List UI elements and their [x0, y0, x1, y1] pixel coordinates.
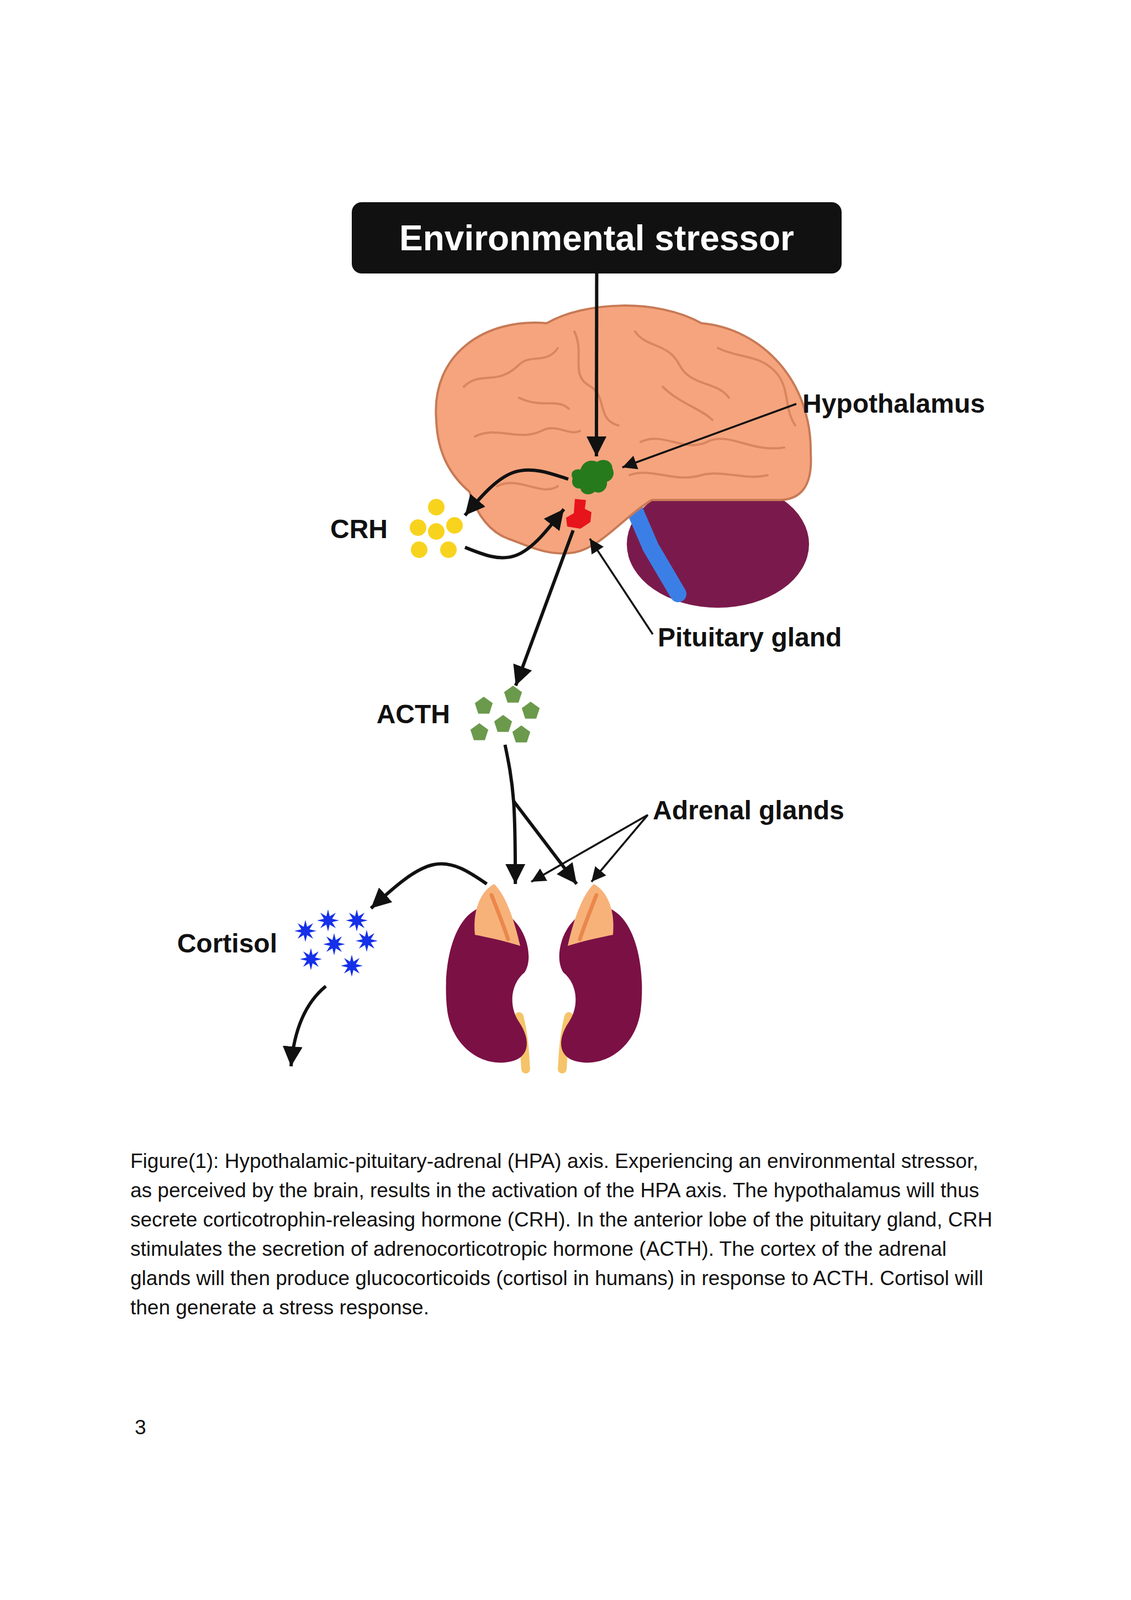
- leader-line: [531, 814, 648, 882]
- cortisol-molecule: [355, 929, 378, 952]
- crh-molecule: [446, 516, 463, 534]
- brain-fold: [497, 482, 558, 490]
- node-label: Adrenal glands: [652, 794, 845, 827]
- crh-molecule: [409, 519, 427, 536]
- connector-arrow: [505, 744, 578, 884]
- connector-arrow: [464, 469, 569, 516]
- cortisol-molecule: [340, 954, 363, 977]
- acth-molecule: [474, 696, 493, 714]
- connector-line: [464, 469, 569, 516]
- acth-molecule: [512, 725, 531, 743]
- crh-molecule: [427, 498, 445, 516]
- brain-fold: [463, 347, 558, 387]
- brain-fold: [574, 331, 619, 426]
- leader-line: [591, 814, 648, 882]
- node-label: Pituitary gland: [657, 621, 842, 654]
- adrenal-cortex: [474, 883, 521, 946]
- node-label: CRH: [330, 513, 388, 546]
- node-label: Cortisol: [177, 927, 278, 960]
- left-adrenal: [446, 883, 530, 1069]
- stressor-box: Environmental stressor: [351, 202, 842, 274]
- acth-hormone: ACTH: [469, 685, 541, 745]
- node-label: ACTH: [376, 698, 451, 731]
- node-label: Hypothalamus: [802, 387, 986, 420]
- acth-molecule: [470, 722, 489, 741]
- acth-molecule: [504, 685, 522, 703]
- node-outline: [441, 883, 647, 1069]
- node-outline: [409, 499, 465, 559]
- node-outline: [295, 907, 380, 978]
- connector-line: [505, 744, 516, 884]
- brain: [435, 305, 811, 554]
- crh-molecule: [440, 541, 457, 558]
- adrenal-medulla: [491, 894, 509, 939]
- node-outline: [568, 456, 616, 498]
- crh-hormone: CRH: [409, 499, 465, 559]
- pituitary-shape: [566, 498, 592, 529]
- right-adrenal: [559, 883, 643, 1069]
- node-outline: [469, 685, 541, 745]
- leader-line: [622, 403, 797, 468]
- acth-molecule: [521, 701, 540, 719]
- figure-caption: Figure(1): Hypothalamic-pituitary-adrena…: [130, 1145, 1003, 1322]
- cortisol-molecule: [316, 908, 340, 932]
- pituitary-gland: Pituitary gland: [563, 497, 595, 531]
- adrenal-glands: Adrenal glands: [441, 883, 647, 1069]
- cortisol-molecule: [299, 947, 322, 970]
- cortisol-molecule: [294, 919, 317, 942]
- crh-molecule: [410, 541, 428, 558]
- connector-line: [515, 530, 574, 686]
- connector-arrow: [371, 863, 488, 908]
- adrenal-cortex: [567, 883, 614, 946]
- box-text: Environmental stressor: [399, 217, 795, 260]
- connector-arrow: [464, 509, 564, 558]
- node-outline: [563, 497, 595, 531]
- brain-fold: [640, 438, 785, 448]
- connector-arrow: [515, 530, 574, 686]
- brain-fold: [629, 472, 768, 478]
- cortisol-molecule: [323, 932, 346, 955]
- hypothalamus-shape: [571, 459, 614, 494]
- hypothalamus-region: Hypothalamus: [568, 456, 616, 498]
- brain-fold: [474, 427, 580, 437]
- connector-line: [594, 273, 599, 457]
- connector-line: [464, 509, 564, 558]
- leader-line: [589, 538, 653, 634]
- cortisol-hormone: Cortisol: [295, 907, 380, 978]
- brain-fold: [717, 347, 796, 426]
- brain-fold: [662, 386, 713, 420]
- crh-molecule: [427, 522, 445, 540]
- adrenal-medulla: [579, 894, 597, 939]
- connector-arrow: [596, 273, 598, 457]
- page-number: 3: [134, 1414, 147, 1440]
- brainstem: [635, 510, 679, 594]
- brain-fold: [519, 397, 569, 409]
- acth-molecule: [494, 714, 512, 732]
- response-arrow: [291, 985, 326, 1066]
- brain-fold: [635, 331, 729, 398]
- connector-branch: [513, 800, 577, 884]
- cortisol-molecule: [345, 908, 368, 932]
- connector-line: [371, 863, 488, 908]
